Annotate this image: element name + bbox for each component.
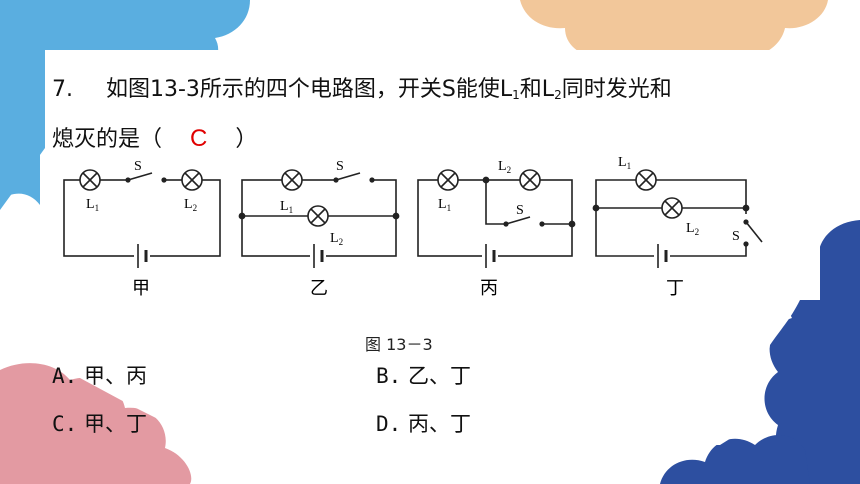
- lamp-icon: [181, 169, 203, 191]
- battery-icon: [652, 242, 672, 270]
- option-c[interactable]: C. 甲、丁: [52, 408, 147, 438]
- circuit-label-bing: 丙: [480, 278, 498, 298]
- option-letter: C.: [52, 412, 78, 436]
- switch-label: S: [516, 203, 524, 218]
- battery-icon: [308, 242, 328, 270]
- lamp1-label: L1: [280, 199, 293, 215]
- question-text: 7. 如图13-3所示的四个电路图，开关S能使L1和L2同时发光和 熄灭的是（ C ）: [52, 68, 672, 162]
- lamp-icon: [661, 197, 683, 219]
- switch-label: S: [336, 159, 344, 174]
- question-text-part: 熄灭的是（: [52, 127, 163, 152]
- question-line-1: 7. 如图13-3所示的四个电路图，开关S能使L1和L2同时发光和: [52, 68, 672, 117]
- lamp1-label: L1: [438, 197, 451, 213]
- subscript-2: 2: [554, 88, 562, 102]
- navy-cloud-bottom-right: [660, 220, 860, 484]
- switch-label: S: [134, 159, 142, 174]
- lamp-icon: [79, 169, 101, 191]
- lamp-icon: [635, 169, 657, 191]
- lamp-icon: [437, 169, 459, 191]
- question-text-part: 如图13-3所示的四个电路图，开关S能使L: [106, 77, 513, 102]
- lamp2-label: L2: [184, 197, 197, 213]
- circuit-bing: [417, 176, 576, 257]
- answer: C: [190, 125, 208, 152]
- circuit-label-yi: 乙: [310, 278, 328, 298]
- option-text: 甲、丁: [83, 412, 147, 436]
- lamp1-label: L1: [618, 155, 631, 171]
- subscript-1: 1: [512, 88, 520, 102]
- pink-cloud-bottom-left: [0, 363, 192, 484]
- lamp-icon: [281, 169, 303, 191]
- lamp-icon: [519, 169, 541, 191]
- option-text: 甲、丙: [83, 364, 147, 388]
- figure-caption: 图 13－3: [365, 335, 433, 354]
- switch-label: S: [732, 229, 740, 244]
- battery-icon: [132, 242, 152, 270]
- lamp2-label: L2: [330, 231, 343, 247]
- option-d[interactable]: D. 丙、丁: [376, 408, 471, 438]
- circuit-label-ding: 丁: [666, 278, 684, 298]
- lamp-icon: [307, 205, 329, 227]
- option-b[interactable]: B. 乙、丁: [376, 360, 471, 390]
- question-text-part: 和L: [519, 77, 555, 102]
- lamp1-label: L1: [86, 197, 99, 213]
- question-number: 7.: [52, 77, 73, 102]
- circuit-diagrams: S L1 L2 甲 S L1 L2 乙 S L1 L2 丙: [63, 159, 576, 298]
- white-canvas: [45, 50, 820, 445]
- circuit-label-jia: 甲: [132, 278, 150, 298]
- battery-icon: [480, 242, 500, 270]
- option-a[interactable]: A. 甲、丙: [52, 360, 147, 390]
- question-text-part: 同时发光和: [561, 77, 672, 102]
- question-text-part: ）: [235, 127, 258, 152]
- option-text: 乙、丁: [407, 364, 471, 388]
- lamp2-label: L2: [686, 221, 699, 237]
- circuit-ding: L1 L2 S 丁: [592, 155, 763, 298]
- option-text: 丙、丁: [407, 412, 471, 436]
- option-letter: A.: [52, 364, 78, 388]
- question-line-2: 熄灭的是（ C ）: [52, 117, 672, 162]
- option-letter: B.: [376, 364, 402, 388]
- option-letter: D.: [376, 412, 402, 436]
- lamp2-label: L2: [498, 159, 511, 175]
